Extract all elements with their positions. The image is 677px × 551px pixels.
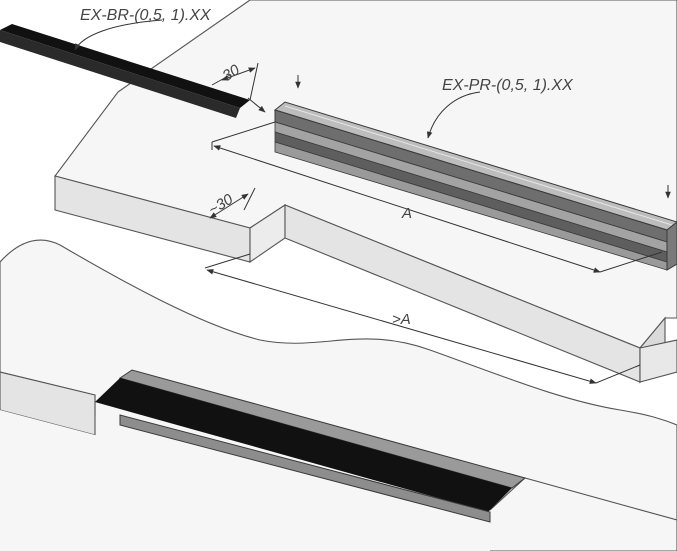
profile-end-cap xyxy=(666,221,677,271)
black-strip-side xyxy=(0,30,240,118)
installed-profile-rail xyxy=(119,414,491,523)
installed-profile-channel xyxy=(95,378,512,512)
length-a-label: A xyxy=(401,205,412,222)
dimension-a xyxy=(211,121,663,273)
profile-code-label: EX-PR-(0,5, 1).XX xyxy=(442,77,574,94)
lower-panel-floor xyxy=(0,410,490,551)
dimension-gt-a xyxy=(204,253,641,384)
strip-code-label: EX-BR-(0,5, 1).XX xyxy=(80,7,212,24)
upper-panel-right-piece xyxy=(639,339,677,383)
black-strip-top xyxy=(0,24,250,108)
black-strip xyxy=(0,24,250,118)
leader-profile-code xyxy=(426,91,481,139)
installed-profile xyxy=(95,369,527,523)
leader-strip-code xyxy=(74,19,163,51)
dimension-30 xyxy=(211,62,266,113)
length-gt-a-label: >A xyxy=(392,311,411,328)
